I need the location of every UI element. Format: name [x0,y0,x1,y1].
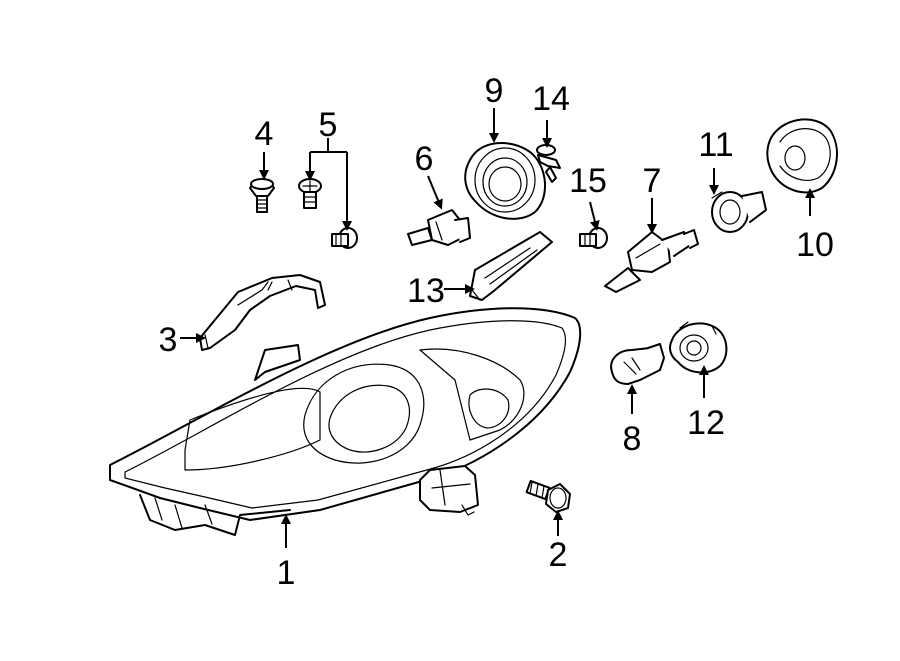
leader-15 [589,201,600,231]
callout-3: 3 [159,321,178,359]
leader-5-bracket [310,138,347,153]
mounting-bracket [199,274,326,351]
screw-part-5b [331,227,358,249]
callout-7: 7 [643,162,662,200]
socket-part-11 [711,191,767,233]
screw-part-15 [579,227,608,249]
callout-6: 6 [415,140,434,178]
callout-labels: 1 2 3 4 5 6 7 8 9 10 11 12 13 14 15 [159,72,834,592]
callout-12: 12 [687,404,725,442]
callout-15: 15 [569,162,607,200]
socket-plate [469,231,553,301]
callout-11: 11 [698,126,733,164]
callout-14: 14 [532,80,570,118]
callout-9: 9 [485,72,504,110]
leader-lines [180,108,815,548]
bolt-part-2 [525,479,571,513]
screw-part-5a [298,178,322,209]
callout-5: 5 [319,106,338,144]
dust-cover [766,118,838,194]
callout-10: 10 [796,226,834,264]
callout-8: 8 [623,420,642,458]
socket-part-12 [669,321,728,374]
callout-1: 1 [277,554,296,592]
callout-4: 4 [255,115,274,153]
bulb-part-8 [610,343,665,385]
leader-6 [427,175,443,210]
callout-2: 2 [549,536,568,574]
callout-13: 13 [407,272,445,310]
seal-ring [464,141,547,220]
bulb-part-6 [407,209,471,246]
headlamp-assembly [109,307,582,536]
bolt-part-4 [249,178,275,213]
bulb-part-7 [604,229,699,293]
